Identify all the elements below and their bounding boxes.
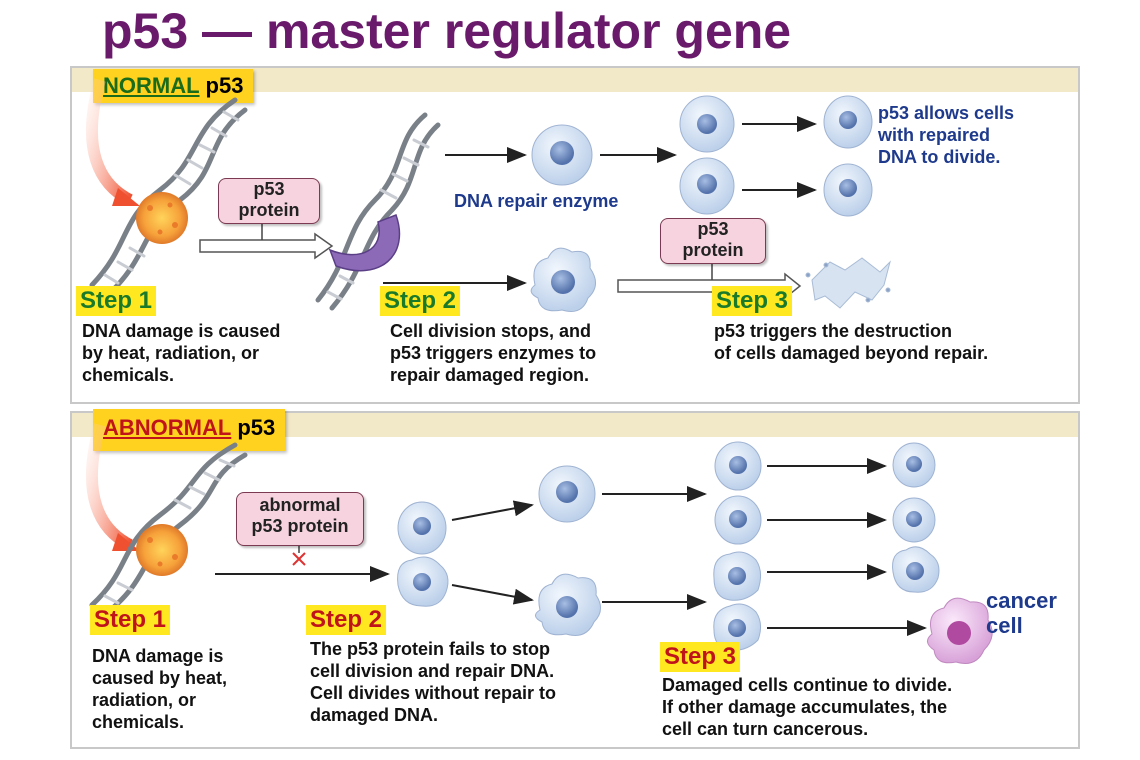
page-title: p53 — master regulator gene <box>102 3 792 59</box>
p53-protein-box-1: p53 protein <box>218 178 320 224</box>
dna-helix-icon-abnormal <box>89 442 248 615</box>
cell-icon-final-1 <box>892 442 936 488</box>
dna-repair-enzyme-label: DNA repair enzyme <box>454 191 619 211</box>
hollow-arrow-icon <box>199 232 334 260</box>
abnormal-step-3-label: Step 3 <box>660 642 741 672</box>
cell-icon-final-3 <box>892 546 940 593</box>
cell-icon-abnormal-dividing-bottom <box>713 551 762 651</box>
abnormal-p53-protein-box: abnormal p53 protein <box>236 492 364 546</box>
normal-step-2-label: Step 2 <box>380 286 461 316</box>
cancer-cell-label: cancer cell <box>986 588 1057 638</box>
abnormal-step-1-text: DNA damage is caused by heat, radiation,… <box>92 646 228 732</box>
normal-tag-underlined: NORMAL <box>103 73 200 98</box>
abnormal-step-1-label: Step 1 <box>90 605 171 635</box>
dna-helix-icon-2 <box>315 112 441 311</box>
normal-panel <box>70 66 1080 404</box>
damage-burst-icon <box>136 192 188 244</box>
abnormal-step-2-label: Step 2 <box>306 605 387 635</box>
cell-icon-abnormal-bottom <box>535 573 601 636</box>
abnormal-tag-rest: p53 <box>237 415 276 440</box>
normal-step-3-text: p53 triggers the destruction of cells da… <box>714 321 989 363</box>
normal-step-3-label: Step 3 <box>712 286 793 316</box>
cell-icon-damaged-1 <box>530 247 596 312</box>
p53-protein-box-2: p53 protein <box>660 218 766 264</box>
heat-arrow-icon <box>86 78 133 206</box>
cell-icon-final-2 <box>892 497 936 543</box>
abnormal-step-2-text: The p53 protein fails to stop cell divis… <box>310 639 557 725</box>
cell-icon-daughter-1 <box>823 95 873 149</box>
cell-icon-dividing-1 <box>679 95 735 215</box>
abnormal-step-3-text: Damaged cells continue to divide. If oth… <box>662 675 953 739</box>
cell-icon-abnormal-dividing-top <box>714 441 762 545</box>
normal-step-1-label: Step 1 <box>76 286 157 316</box>
cell-icon-abnormal-top <box>538 465 596 523</box>
cell-icon-normal-1 <box>531 124 593 186</box>
abnormal-tag-underlined: ABNORMAL <box>103 415 232 440</box>
normal-tag-rest: p53 <box>205 73 244 98</box>
cell-icon-daughter-2 <box>823 163 873 217</box>
normal-step-1-text: DNA damage is caused by heat, radiation,… <box>82 321 281 385</box>
repair-enzyme-icon <box>328 214 401 272</box>
allows-divide-label: p53 allows cells with repaired DNA to di… <box>878 103 1015 167</box>
cell-icon-dividing-abnormal-1 <box>397 501 449 607</box>
normal-step-2-text: Cell division stops, and p53 triggers en… <box>390 321 597 385</box>
x-mark-icon <box>292 552 306 566</box>
cancer-cell-icon <box>927 597 993 664</box>
destroyed-cell-icon <box>805 257 891 309</box>
